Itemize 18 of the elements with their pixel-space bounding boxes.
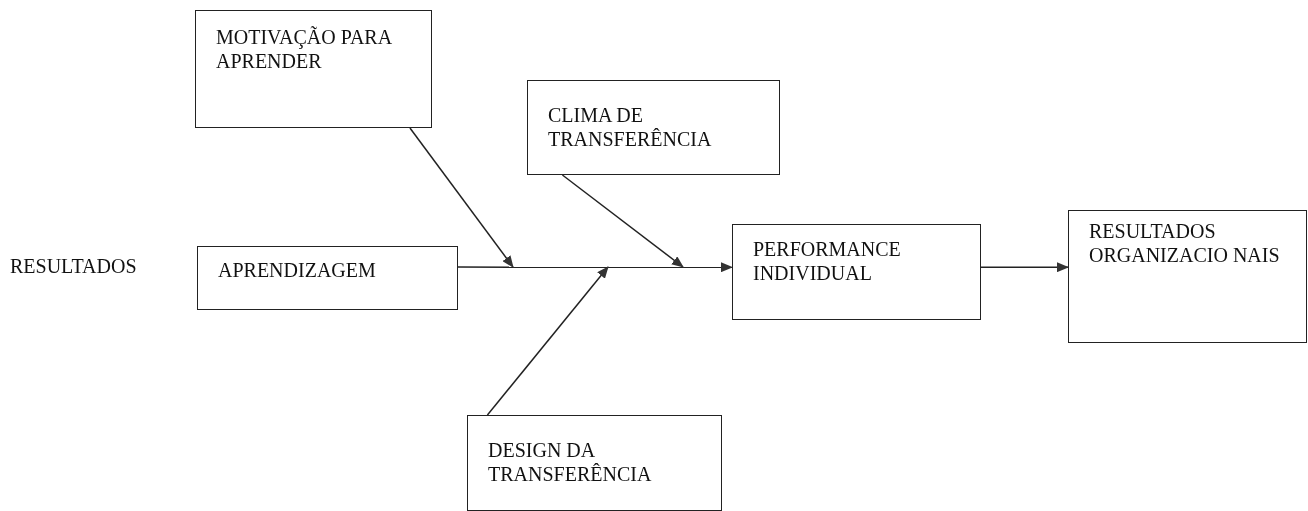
process-box [1068,210,1307,343]
box-label: MOTIVAÇÃO PARA APRENDER [216,25,393,74]
arrow [561,174,684,268]
process-box [527,80,780,175]
box-label: PERFORMANCE INDIVIDUAL [753,237,902,286]
arrow [486,266,609,416]
process-box [195,10,432,128]
box-label: CLIMA DE TRANSFERÊNCIA [548,103,713,152]
process-box [467,415,722,511]
arrow [409,127,514,268]
process-box [732,224,981,320]
process-box [197,246,458,310]
box-label: DESIGN DA TRANSFERÊNCIA [488,438,653,487]
row-label: RESULTADOS [10,255,137,278]
box-label: APRENDIZAGEM [218,258,377,283]
box-label: RESULTADOS ORGANIZACIO NAIS [1089,219,1281,268]
arrow [980,262,1069,273]
arrow [457,262,733,273]
